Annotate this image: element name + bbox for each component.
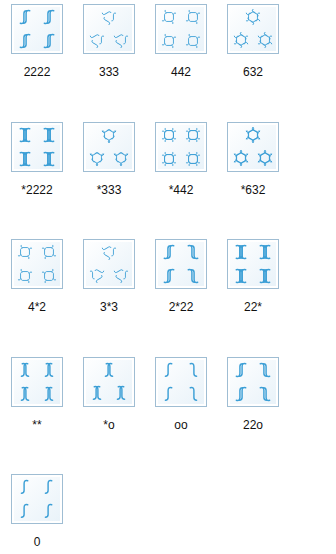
wallpaper-tile: 0 (5, 474, 69, 552)
pattern-motif (156, 123, 206, 171)
orbifold-label: *442 (149, 183, 213, 197)
orbifold-label: 2*22 (149, 300, 213, 314)
pattern-motif (12, 5, 62, 53)
orbifold-label: *333 (77, 183, 141, 197)
pattern-square (83, 357, 135, 407)
wallpaper-tile: *632 (221, 122, 285, 200)
pattern-square (83, 122, 135, 172)
orbifold-label: 4*2 (5, 300, 69, 314)
pattern-square (11, 474, 63, 524)
orbifold-label: 0 (5, 535, 69, 549)
orbifold-label: 22* (221, 300, 285, 314)
wallpaper-tile: *2222 (5, 122, 69, 200)
orbifold-label: 442 (149, 65, 213, 79)
wallpaper-tile: ** (5, 357, 69, 435)
pattern-motif (84, 5, 134, 53)
pattern-motif (156, 358, 206, 406)
pattern-square (11, 357, 63, 407)
orbifold-label: *o (77, 418, 141, 432)
wallpaper-tile: 2*22 (149, 239, 213, 317)
pattern-square (83, 239, 135, 289)
pattern-square (11, 239, 63, 289)
pattern-motif (12, 475, 62, 523)
wallpaper-tile: *442 (149, 122, 213, 200)
pattern-motif (228, 358, 278, 406)
wallpaper-tile: 2222 (5, 4, 69, 82)
pattern-motif (12, 123, 62, 171)
orbifold-label: *2222 (5, 183, 69, 197)
pattern-motif (84, 240, 134, 288)
pattern-motif (12, 240, 62, 288)
wallpaper-tile: 4*2 (5, 239, 69, 317)
wallpaper-tile: 22* (221, 239, 285, 317)
pattern-square (155, 239, 207, 289)
pattern-motif (156, 240, 206, 288)
pattern-motif (12, 358, 62, 406)
wallpaper-tile: 442 (149, 4, 213, 82)
wallpaper-tile: 3*3 (77, 239, 141, 317)
pattern-motif (84, 358, 134, 406)
orbifold-label: *632 (221, 183, 285, 197)
pattern-square (83, 4, 135, 54)
pattern-square (227, 4, 279, 54)
pattern-square (11, 122, 63, 172)
pattern-square (11, 4, 63, 54)
orbifold-label: 3*3 (77, 300, 141, 314)
pattern-motif (228, 123, 278, 171)
orbifold-label: 2222 (5, 65, 69, 79)
pattern-square (155, 4, 207, 54)
wallpaper-tile: oo (149, 357, 213, 435)
pattern-motif (156, 5, 206, 53)
orbifold-label: 333 (77, 65, 141, 79)
orbifold-label: oo (149, 418, 213, 432)
pattern-motif (228, 5, 278, 53)
orbifold-label: 22o (221, 418, 285, 432)
pattern-square (227, 239, 279, 289)
pattern-square (227, 122, 279, 172)
wallpaper-tile: 632 (221, 4, 285, 82)
orbifold-label: ** (5, 418, 69, 432)
pattern-square (227, 357, 279, 407)
wallpaper-tile: 333 (77, 4, 141, 82)
wallpaper-tile: *o (77, 357, 141, 435)
pattern-square (155, 357, 207, 407)
pattern-motif (228, 240, 278, 288)
pattern-motif (84, 123, 134, 171)
wallpaper-tile: 22o (221, 357, 285, 435)
pattern-square (155, 122, 207, 172)
orbifold-label: 632 (221, 65, 285, 79)
wallpaper-tile: *333 (77, 122, 141, 200)
